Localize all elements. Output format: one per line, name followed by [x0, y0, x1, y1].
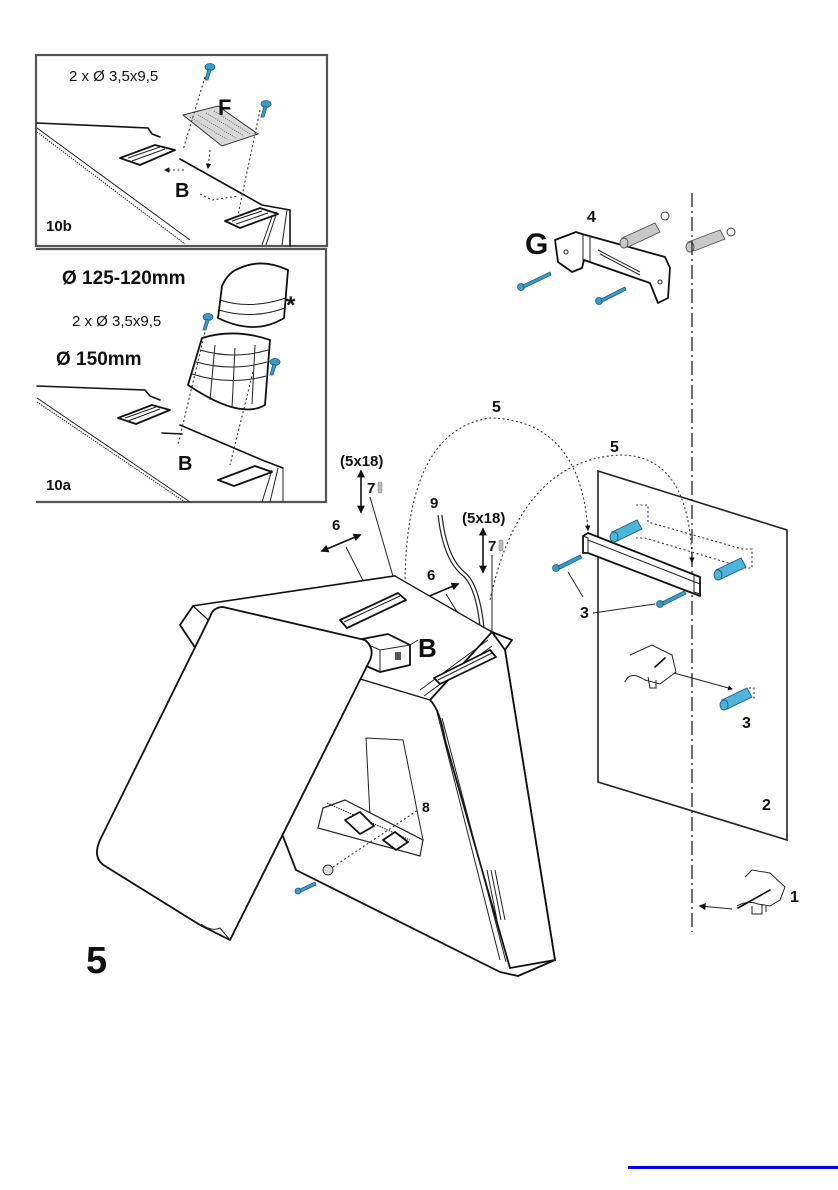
screw-icon	[260, 100, 272, 118]
screw-left-label: 7	[367, 480, 375, 497]
optional-asterisk: *	[286, 292, 296, 319]
wall-plug-icon	[685, 227, 736, 253]
slide-rail-right	[433, 649, 497, 685]
lower-plug-label: 3	[742, 715, 751, 732]
front-glass-panel	[96, 606, 373, 941]
adapter-small-diameter: Ø 125-120mm	[62, 268, 186, 289]
screw-icon	[269, 358, 281, 376]
slide-rail-left	[339, 592, 407, 629]
drill-icon	[624, 644, 677, 689]
cooker-hood: B 8	[96, 575, 557, 977]
screw-icon	[294, 881, 317, 895]
safety-screw-label: 8	[422, 799, 430, 815]
bracket-number: 4	[587, 209, 596, 226]
step-number: 5	[86, 940, 107, 982]
arc-right-label: 5	[610, 439, 619, 456]
reducer-adapter-icon	[217, 262, 289, 328]
safety-washer-icon	[322, 864, 334, 876]
screw-right-label: 7	[488, 538, 496, 555]
wall-plug-icon	[619, 211, 670, 249]
inset-10a-screw-spec: 2 x Ø 3,5x9,5	[72, 313, 161, 330]
drill-detail: 1	[698, 869, 799, 915]
wall-bracket-G: G 4	[517, 209, 736, 305]
footer-link[interactable]	[628, 1166, 838, 1169]
motor-outlet-label: B	[418, 633, 437, 663]
slide-right-label: 6	[427, 567, 435, 584]
outlet-collar-icon	[187, 332, 271, 411]
grease-filter-F	[181, 105, 260, 147]
inset-10b: 2 x Ø 3,5x9,5 F B 10b	[34, 53, 329, 248]
arc-left-label: 5	[492, 399, 501, 416]
hose-label: 9	[430, 495, 438, 512]
wall-plug-icon	[719, 687, 755, 711]
wall-plug-icon	[713, 557, 747, 581]
screw-size-right: (5x18)	[462, 510, 505, 527]
screw-right-icon	[498, 539, 504, 552]
inset-10a: Ø 125-120mm * 2 x Ø 3,5x9,5 Ø 150mm B 10…	[36, 247, 328, 504]
inset-10a-outlet-label: B	[178, 453, 192, 475]
inset-10a-label: 10a	[46, 477, 72, 494]
inset-10b-screw-spec: 2 x Ø 3,5x9,5	[69, 68, 158, 85]
bracket-letter: G	[525, 228, 548, 261]
screw-icon	[517, 271, 552, 291]
inset-10b-label: 10b	[46, 218, 72, 235]
hood-rail	[582, 532, 701, 597]
screw-icon	[656, 590, 687, 608]
arc-left-path	[404, 417, 591, 589]
screw-size-left: (5x18)	[340, 453, 383, 470]
wall-plug-icon	[609, 519, 643, 543]
slide-left-label: 6	[332, 517, 340, 534]
screw-icon	[595, 286, 627, 305]
drill-label: 1	[790, 889, 799, 906]
inset-10b-filter-label: F	[218, 95, 231, 120]
adapter-large-diameter: Ø 150mm	[56, 349, 142, 370]
wall-panel: 3 3 2	[552, 469, 788, 842]
screw-icon	[202, 313, 214, 331]
inset-10b-outlet-label: B	[175, 180, 189, 202]
screw-icon	[204, 63, 216, 81]
screw-left-icon	[377, 481, 383, 494]
hose-icon	[438, 514, 485, 641]
wall-label: 2	[762, 797, 771, 814]
wall-screws-label: 3	[580, 605, 589, 622]
screw-icon	[552, 554, 583, 572]
